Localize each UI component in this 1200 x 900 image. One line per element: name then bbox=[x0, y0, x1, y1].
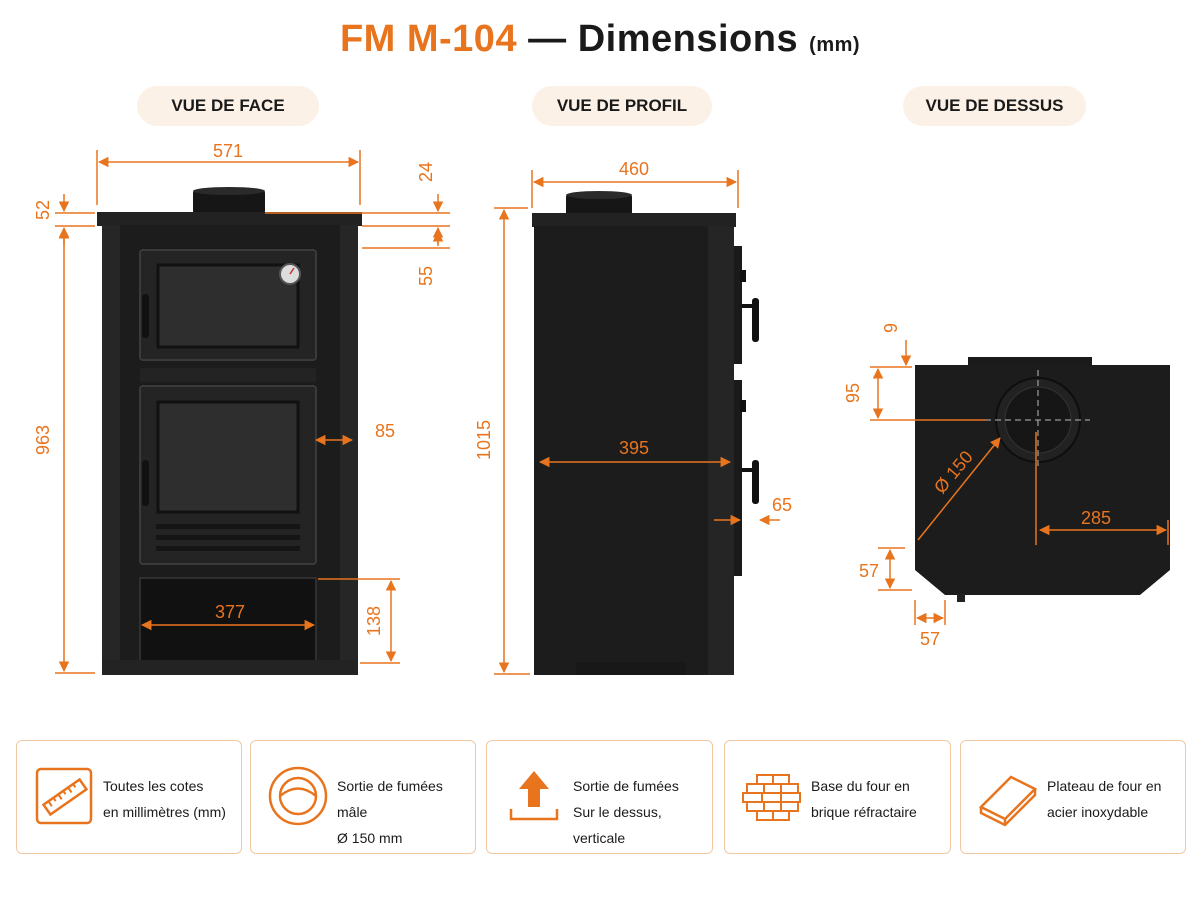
dim-drawer-height: 138 bbox=[364, 606, 384, 636]
title-main: Dimensions bbox=[577, 18, 799, 60]
feature-card-flue: Sortie de fumées mâle Ø 150 mm bbox=[250, 740, 476, 854]
dim-top-pipe-offset: 95 bbox=[843, 383, 863, 403]
dim-top-chamfer-v: 57 bbox=[859, 561, 879, 581]
feature-units-line2: en millimètres (mm) bbox=[103, 804, 226, 820]
dimension-drawing: 571 52 963 24 55 85 377 138 460 1015 395… bbox=[33, 141, 1170, 675]
view-label-side: VUE DE PROFIL bbox=[532, 86, 712, 126]
dim-side-depth: 460 bbox=[619, 159, 649, 179]
feature-bricks-line2: brique réfractaire bbox=[811, 804, 917, 820]
dim-top-pipe-center: 285 bbox=[1081, 508, 1111, 528]
view-label-front: VUE DE FACE bbox=[137, 86, 319, 126]
feature-bricks-line1: Base du four en bbox=[811, 778, 910, 794]
title-dash: — bbox=[528, 18, 567, 60]
dim-side-inner-depth: 395 bbox=[619, 438, 649, 458]
arrow-up-icon bbox=[509, 771, 559, 821]
dim-front-width: 571 bbox=[213, 141, 243, 161]
feature-card-bricks: Base du four en brique réfractaire bbox=[724, 740, 951, 854]
side-dimensions bbox=[494, 170, 780, 675]
dim-door-offset: 85 bbox=[375, 421, 395, 441]
dim-side-height: 1015 bbox=[474, 420, 494, 460]
dim-front-height: 963 bbox=[33, 425, 53, 455]
feature-card-units: Toutes les cotes en millimètres (mm) bbox=[16, 740, 242, 854]
dim-pipe-height: 24 bbox=[416, 162, 436, 182]
feature-card-plate: Plateau de four en acier inoxydable bbox=[960, 740, 1186, 854]
dim-front-top-height: 52 bbox=[33, 200, 53, 220]
feature-plate-line2: acier inoxydable bbox=[1047, 804, 1149, 820]
feature-flue-line1: Sortie de fumées mâle bbox=[337, 778, 443, 820]
dim-top-chamfer-h: 57 bbox=[920, 629, 940, 649]
front-view-stove bbox=[97, 187, 362, 675]
page-title: FM M-104 — Dimensions (mm) bbox=[0, 18, 1200, 61]
top-view-stove bbox=[915, 357, 1170, 602]
model-name: FM M-104 bbox=[339, 18, 518, 60]
top-dimensions bbox=[870, 340, 1169, 625]
feature-plate-line1: Plateau de four en bbox=[1047, 778, 1162, 794]
side-view-stove bbox=[532, 191, 759, 675]
feature-units-line1: Toutes les cotes bbox=[103, 778, 204, 794]
title-unit: (mm) bbox=[809, 34, 861, 56]
feature-card-outlet: Sortie de fumées Sur le dessus, vertical… bbox=[486, 740, 713, 854]
feature-outlet-line1: Sortie de fumées bbox=[573, 778, 679, 794]
feature-flue-line2: Ø 150 mm bbox=[337, 830, 403, 846]
dim-top-gap: 55 bbox=[416, 266, 436, 286]
dim-side-handle: 65 bbox=[772, 495, 792, 515]
flue-pipe-icon bbox=[268, 766, 328, 826]
view-label-top: VUE DE DESSUS bbox=[903, 86, 1086, 126]
front-dimensions bbox=[55, 150, 450, 674]
dim-drawer-width: 377 bbox=[215, 602, 245, 622]
steel-plate-icon bbox=[978, 775, 1038, 827]
dim-top-edge: 9 bbox=[881, 323, 901, 333]
bricks-icon bbox=[742, 774, 801, 821]
feature-outlet-line2: Sur le dessus, verticale bbox=[573, 804, 662, 846]
ruler-icon bbox=[35, 767, 93, 825]
